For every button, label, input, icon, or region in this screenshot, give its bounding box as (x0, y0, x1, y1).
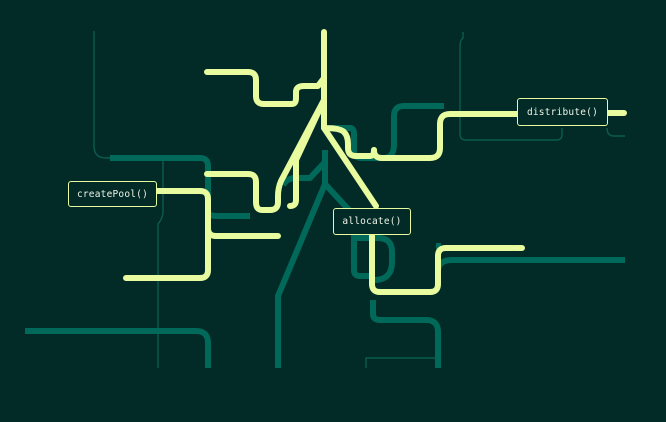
primary-path-createpool-upper (110, 155, 250, 219)
node-createpool[interactable]: createPool() (68, 181, 157, 207)
node-allocate[interactable]: allocate() (333, 208, 411, 235)
highlight-paths (123, 29, 627, 295)
node-createpool-label: createPool() (76, 188, 149, 200)
thin-path-bottom (365, 357, 437, 368)
primary-path-allocate-loop (354, 235, 395, 283)
highlight-path-allocate-out (369, 233, 525, 295)
node-distribute-label: distribute() (526, 106, 599, 118)
highlight-path-trunk-to-allocate (321, 29, 379, 209)
highlight-path-to-distribute (371, 111, 521, 161)
highlight-path-middle-loop (204, 97, 327, 213)
highlight-path-createpool-down (123, 225, 211, 281)
thin-paths (93, 31, 625, 368)
primary-path-bottom-left (25, 328, 211, 368)
thin-path-left-vertical (157, 160, 164, 368)
highlight-path-right-stub (321, 125, 377, 159)
thin-path-right-tail (606, 127, 625, 137)
primary-paths (25, 103, 625, 368)
primary-path-lower-right (370, 300, 441, 368)
thin-path-left-top (93, 31, 130, 159)
node-allocate-label: allocate() (342, 216, 402, 227)
highlight-path-inner (287, 97, 327, 209)
primary-path-right-horizontal (435, 257, 625, 276)
highlight-path-top-left (204, 69, 327, 107)
node-distribute[interactable]: distribute() (517, 98, 608, 126)
thin-path-right-box (459, 32, 563, 141)
